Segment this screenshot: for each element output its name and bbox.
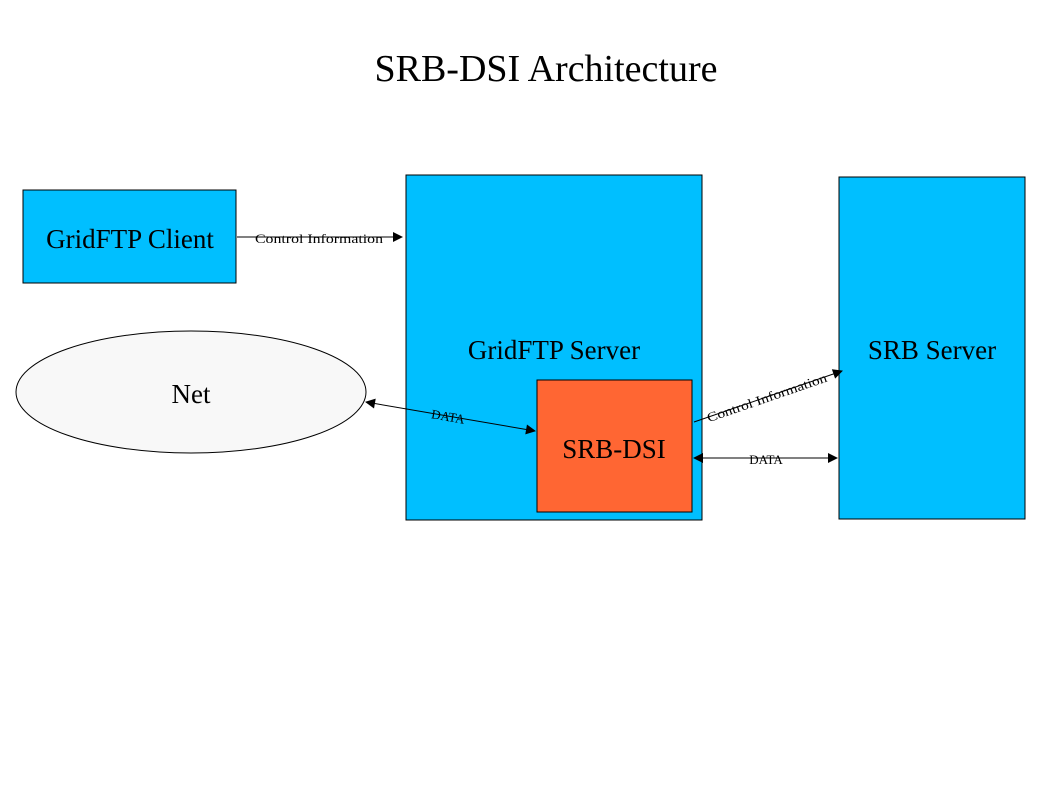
edge-dsi-to-srb-control: Control Information: [693, 369, 843, 425]
net-ellipse: [15, 330, 367, 454]
srb-dsi-label: SRB-DSI: [562, 434, 666, 464]
edge-dsi-to-srb-control-arrow: [693, 369, 843, 423]
gridftp-client-node: GridFTP Client: [22, 189, 237, 284]
gridftp-server-label: GridFTP Server: [468, 335, 640, 365]
net-label: Net: [172, 379, 211, 409]
srb-server-node: SRB Server: [838, 176, 1026, 520]
srb-dsi-box: [536, 379, 693, 513]
gridftp-client-box: [22, 189, 237, 284]
edge-net-to-dsi-arrow: [365, 398, 536, 435]
edge-dsi-srb-data: DATA: [693, 452, 838, 467]
edge-dsi-to-srb-control-label: Control Information: [705, 370, 830, 425]
edge-net-to-dsi-label: DATA: [430, 406, 466, 427]
srb-dsi-node: SRB-DSI: [536, 379, 693, 513]
srb-server-box: [838, 176, 1026, 520]
gridftp-client-label: GridFTP Client: [46, 224, 214, 254]
edge-net-to-dsi: DATA: [365, 398, 536, 435]
edge-client-to-server-label: Control Information: [255, 231, 384, 246]
srb-server-label: SRB Server: [868, 335, 996, 365]
edge-client-to-server: Control Information: [237, 231, 403, 246]
edge-dsi-srb-data-label: DATA: [749, 452, 783, 467]
net-node: Net: [15, 330, 367, 454]
diagram-title: SRB-DSI Architecture: [374, 48, 717, 90]
